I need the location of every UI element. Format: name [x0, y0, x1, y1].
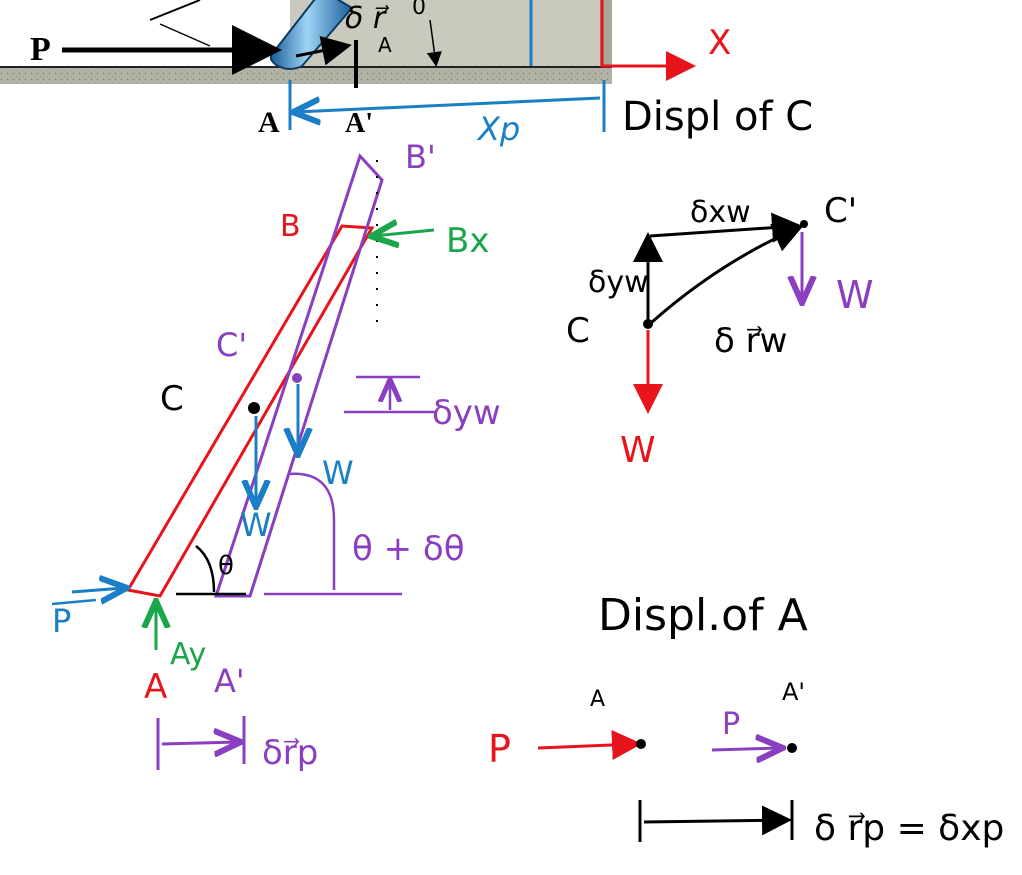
dimension-slash [149, 0, 201, 21]
displ-a-point [636, 739, 646, 749]
ay-label: Ay [170, 637, 206, 672]
displ-a-point-label: A [590, 687, 605, 712]
x-axis-label: X [708, 23, 731, 63]
p-force-label: P [52, 602, 71, 640]
bx-arrow [374, 230, 435, 236]
theta-arc [195, 545, 216, 593]
c-label: C [160, 379, 184, 419]
xp-dimension-arrow [296, 98, 601, 112]
delta-rp-label: δr⃗p [262, 733, 318, 773]
c-prime-point [292, 373, 302, 383]
delta-xw-label: δxw [690, 195, 751, 230]
textbook-figure: P δ r⃗ A 0 X A A' Xp Displ of C [0, 0, 813, 148]
b-prime-label: B' [405, 138, 436, 176]
equation-label: δ r⃗p = δxp [814, 808, 1004, 849]
c-point [248, 402, 260, 414]
force-p-label: P [30, 31, 51, 68]
ladder-displaced-purple [213, 153, 384, 598]
displ-a-prime-point [787, 743, 797, 753]
point-a-prime-label: A' [345, 108, 373, 139]
delta-ra-arrow [295, 35, 352, 66]
bx-label: Bx [446, 221, 489, 261]
delta-yw-label: δyw [432, 393, 501, 433]
point-a-label: A [258, 106, 280, 139]
p-vector-bar [51, 598, 97, 606]
delta-rw-arrow [651, 223, 804, 324]
main-ladder-diagram: B' B Bx C' C W W δyw θ + δθ θ P Ay A A [51, 138, 501, 773]
displ-delta-yw-label: δyw [588, 265, 649, 300]
displ-c-label: C [566, 311, 590, 351]
p-red-arrow [537, 729, 642, 760]
displ-c-prime-point [800, 220, 808, 228]
w-red-label: W [620, 430, 656, 471]
delta-rp-arrow [161, 742, 238, 744]
p-force-arrow [71, 588, 124, 592]
b-label: B [280, 209, 301, 244]
displ-a-prime-label: A' [782, 678, 805, 706]
delta-ra-label: δ r⃗ [345, 1, 390, 36]
displ-c-title: Displ of C [622, 94, 813, 140]
dimension-tick [159, 23, 211, 47]
w-right-label: W [322, 454, 354, 492]
delta-rw-label: δ r⃗w [714, 321, 787, 361]
equation-arrow [643, 805, 792, 836]
theta-plus-arc [287, 472, 336, 590]
x-axis-red [600, 0, 696, 81]
zero-pointer [426, 19, 442, 67]
delta-ra-zero: 0 [412, 0, 426, 20]
theta-plus-label: θ + δθ [352, 529, 465, 569]
theta-label: θ [218, 551, 234, 581]
w-purple-label: W [836, 273, 874, 317]
displ-c-vector-diagram: δxw C' δyw C δ r⃗w W W [566, 191, 874, 471]
a-prime-label: A' [214, 662, 245, 700]
a-label: A [144, 667, 167, 707]
displ-c-prime-label: C' [824, 191, 857, 231]
p-purple-label: P [722, 707, 740, 742]
p-red-label: P [488, 727, 511, 771]
ground-strip [0, 66, 612, 84]
p-purple-arrow [711, 748, 780, 750]
xp-label: Xp [476, 110, 520, 148]
delta-ra-sub: A [378, 33, 392, 57]
displ-c-point [643, 319, 653, 329]
displ-a-title: Displ.of A [598, 590, 808, 641]
c-prime-label: C' [216, 326, 247, 364]
displ-a-diagram: Displ.of A A A' P P δ r⃗p = δxp [488, 590, 1004, 849]
w-left-label: W [240, 506, 272, 544]
